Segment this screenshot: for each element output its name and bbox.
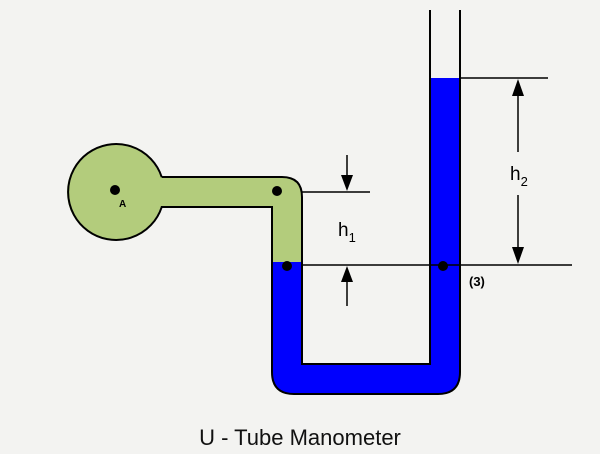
vessel-fluid: [160, 177, 302, 262]
h1-arrow-top-head: [341, 175, 353, 191]
label-h1-base: h: [338, 220, 349, 241]
vessel-outline-inner: [161, 10, 431, 365]
label-point-3: (3): [469, 274, 485, 289]
label-h1-subscript: 1: [349, 230, 356, 245]
h2-arrow-up-head: [512, 79, 524, 96]
h1-arrow-bottom-head: [341, 266, 353, 282]
vessel-outline: [67, 10, 461, 395]
label-h1: h1: [338, 220, 356, 245]
diagram-caption: U - Tube Manometer: [199, 425, 401, 450]
pipe-bend-marker: [272, 186, 282, 196]
label-h2-base: h: [510, 164, 521, 185]
point-a-marker: [110, 185, 120, 195]
h2-arrow-down-head: [512, 247, 524, 264]
point-3-marker: [438, 261, 448, 271]
label-h2-subscript: 2: [521, 174, 528, 189]
label-h2: h2: [510, 164, 528, 189]
label-point-a: A: [119, 199, 126, 210]
interface-marker: [282, 261, 292, 271]
manometer-fluid: [272, 78, 460, 394]
